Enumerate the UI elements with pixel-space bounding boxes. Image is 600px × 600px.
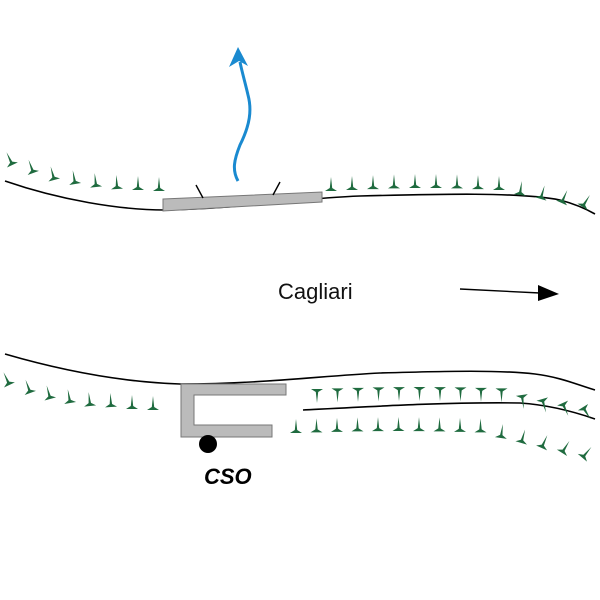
flow-arrow-shaft	[459, 288, 541, 294]
channel-vegetation-bottom	[290, 417, 592, 462]
plume-arrow-shaft	[232, 61, 252, 182]
platform-leg-right	[272, 181, 281, 196]
vegetation-mark	[352, 387, 364, 402]
vegetation-mark	[331, 388, 344, 403]
vegetation-mark	[105, 393, 118, 408]
vegetation-mark	[474, 418, 487, 433]
vegetation-mark	[84, 392, 97, 407]
vegetation-mark	[310, 418, 323, 433]
channel-vegetation-top	[311, 387, 591, 420]
cso-structure	[180, 383, 287, 438]
upper-platform	[162, 191, 323, 212]
vegetation-mark	[153, 177, 165, 191]
vegetation-mark	[413, 387, 426, 401]
vegetation-mark	[132, 176, 144, 190]
vegetation-mark	[494, 424, 507, 439]
vegetation-mark	[536, 435, 548, 451]
plume-arrowhead-icon	[229, 47, 248, 67]
vegetation-mark	[433, 417, 446, 432]
vegetation-mark	[351, 417, 364, 432]
lower-bank-line	[4, 353, 596, 391]
vegetation-mark	[577, 403, 591, 420]
vegetation-mark	[372, 417, 384, 432]
lower-vegetation-left	[3, 372, 159, 410]
cso-label: CSO	[204, 464, 252, 489]
vegetation-mark	[434, 387, 446, 402]
vegetation-mark	[24, 379, 36, 395]
vegetation-mark	[475, 387, 487, 402]
vegetation-mark	[472, 175, 484, 190]
vegetation-mark	[515, 394, 528, 409]
vegetation-mark	[147, 396, 159, 410]
vegetation-mark	[90, 173, 103, 188]
upper-vegetation-left	[6, 152, 165, 191]
vegetation-mark	[372, 387, 385, 402]
vegetation-mark	[388, 174, 400, 189]
vegetation-mark	[413, 417, 425, 432]
vegetation-mark	[48, 166, 61, 182]
vegetation-mark	[454, 387, 467, 402]
vegetation-mark	[69, 170, 82, 186]
channel-bank-line	[302, 402, 596, 420]
flow-arrowhead-icon	[538, 285, 559, 301]
vegetation-mark	[556, 190, 568, 206]
vegetation-mark	[331, 417, 343, 432]
vegetation-mark	[495, 388, 508, 403]
vegetation-mark	[577, 447, 592, 462]
vegetation-mark	[557, 400, 569, 416]
vegetation-mark	[290, 419, 302, 433]
city-label: Cagliari	[278, 279, 353, 304]
vegetation-mark	[27, 159, 39, 175]
vegetation-mark	[111, 175, 124, 190]
vegetation-mark	[393, 387, 405, 402]
vegetation-mark	[367, 175, 379, 190]
vegetation-mark	[311, 389, 323, 403]
vegetation-mark	[325, 177, 337, 191]
vegetation-mark	[493, 175, 505, 190]
vegetation-mark	[513, 181, 526, 196]
vegetation-mark	[44, 385, 57, 401]
vegetation-mark	[392, 417, 405, 431]
vegetation-mark	[6, 152, 18, 168]
vegetation-mark	[126, 395, 138, 409]
vegetation-mark	[534, 185, 547, 201]
cso-outfall-point	[199, 435, 217, 453]
upper-vegetation-right	[325, 174, 590, 211]
vegetation-mark	[346, 175, 358, 190]
platform-leg-left	[195, 184, 204, 199]
vegetation-mark	[577, 194, 590, 211]
vegetation-mark	[451, 174, 463, 189]
vegetation-mark	[536, 397, 548, 413]
vegetation-mark	[430, 174, 442, 189]
vegetation-mark	[409, 174, 421, 189]
vegetation-mark	[556, 440, 570, 457]
vegetation-mark	[454, 417, 466, 432]
vegetation-mark	[515, 429, 527, 445]
vegetation-mark	[3, 372, 15, 388]
vegetation-mark	[64, 389, 77, 405]
